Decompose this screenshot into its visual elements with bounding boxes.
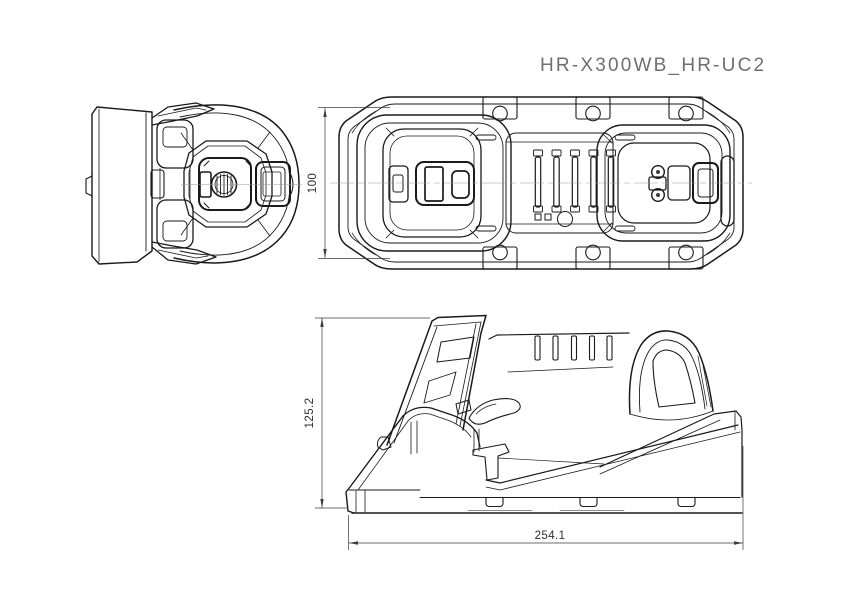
dimension-front-view-height: 125.2 xyxy=(304,317,430,509)
vent-slots-side xyxy=(534,335,613,361)
front-view-base xyxy=(345,406,743,514)
screw-hole xyxy=(585,105,601,122)
front-view-cradle xyxy=(468,332,630,425)
panel-window xyxy=(423,371,457,404)
front-view-tilted-panel xyxy=(376,314,487,455)
screw-hole xyxy=(678,244,694,261)
dimension-label-100: 100 xyxy=(307,173,319,193)
top-view-center-panel xyxy=(475,132,636,234)
panel-slot-marks xyxy=(475,134,636,232)
dimension-front-view-width: 254.1 xyxy=(348,446,744,550)
latch-lever xyxy=(468,397,521,425)
indicator-square xyxy=(534,213,542,221)
mounting-tabs xyxy=(482,96,704,270)
screw-hole xyxy=(492,105,508,122)
side-view-wings xyxy=(151,102,217,265)
panel-window xyxy=(436,336,475,363)
side-view-frame xyxy=(150,119,194,249)
drawing-title: HR-X300WB_HR-UC2 xyxy=(540,55,766,76)
side-groove xyxy=(85,175,93,197)
foot-notch xyxy=(485,496,504,508)
side-view-drawing xyxy=(85,102,302,265)
top-view-drawing xyxy=(330,96,752,270)
vent-slots xyxy=(533,149,616,213)
front-view-drawing xyxy=(345,314,743,514)
screw-hole xyxy=(678,105,694,122)
panel-clip xyxy=(455,399,472,415)
side-view-body xyxy=(85,106,153,265)
side-view-latch xyxy=(255,161,294,207)
foot-notch xyxy=(579,496,598,508)
dimension-top-view-height: 100 xyxy=(307,107,390,259)
foot-notch xyxy=(677,496,696,508)
front-view-arch xyxy=(628,330,714,421)
dimension-label-125-2: 125.2 xyxy=(304,398,316,429)
screw-hole xyxy=(492,244,508,261)
side-view-faceplate xyxy=(180,131,273,237)
indicator-lamp xyxy=(557,211,573,227)
indicator-square xyxy=(544,213,552,221)
dimension-label-254-1: 254.1 xyxy=(535,530,566,542)
charge-terminals xyxy=(651,164,666,202)
screw-hole xyxy=(585,244,601,261)
